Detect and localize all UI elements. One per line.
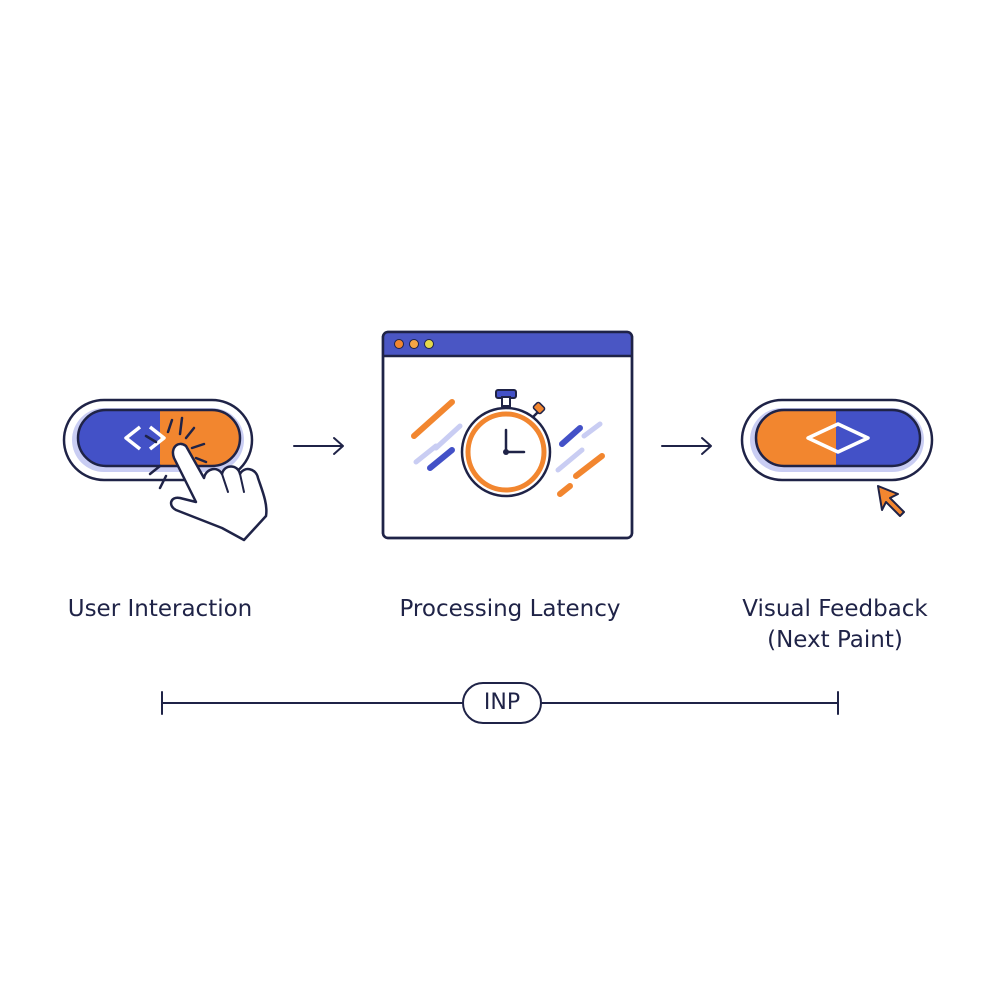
stopwatch-icon [460, 389, 552, 498]
diamond-icon [806, 422, 870, 454]
arrow-right-icon [293, 437, 344, 455]
step-label-processing-latency: Processing Latency [399, 596, 621, 622]
arrow-cursor-icon [877, 485, 905, 517]
step-label-visual-feedback-line2: (Next Paint) [767, 627, 903, 653]
motion-lines-icon [411, 399, 605, 497]
processing-latency-illustration [381, 330, 634, 540]
click-burst-icon [144, 416, 208, 490]
inp-span-line [161, 691, 839, 715]
step-label-visual-feedback: Visual Feedback (Next Paint) [720, 594, 950, 656]
visual-feedback-illustration [740, 398, 934, 517]
step-label-visual-feedback-line1: Visual Feedback [742, 596, 928, 622]
step-label-user-interaction: User Interaction [67, 596, 253, 622]
pointing-hand-cursor-icon [169, 442, 268, 542]
user-interaction-illustration [62, 398, 268, 542]
toggle-button-icon [62, 398, 254, 482]
inp-metric-badge: INP [462, 682, 542, 724]
arrow-right-icon [661, 437, 712, 455]
toggle-button-icon [740, 398, 934, 482]
